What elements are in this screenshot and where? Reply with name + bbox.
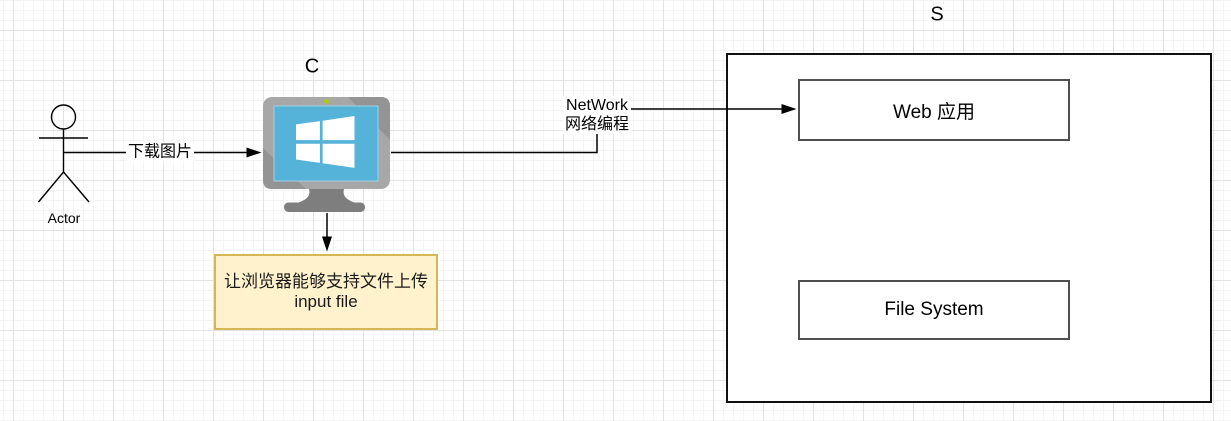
actor-leg-right: [62, 171, 90, 203]
system-label[interactable]: S: [930, 3, 944, 26]
web-app-label: Web 应用: [892, 101, 975, 123]
note-text-line2: input file: [294, 292, 358, 311]
monitor-stand-neck: [294, 189, 359, 204]
note-text-line1: 让浏览器能够支持文件上传: [224, 272, 428, 291]
client-label[interactable]: C: [304, 55, 320, 78]
file-system-label: File System: [884, 299, 984, 320]
web-app-box[interactable]: Web 应用: [798, 79, 1070, 141]
edge-label-network[interactable]: NetWork 网络编程: [562, 96, 632, 134]
actor-figure-icon[interactable]: [37, 104, 90, 203]
note-box[interactable]: 让浏览器能够支持文件上传 input file: [214, 254, 438, 330]
monitor-stand-base: [284, 202, 365, 212]
network-label-line1: NetWork: [566, 97, 628, 114]
actor-label[interactable]: Actor: [47, 210, 81, 226]
file-system-box[interactable]: File System: [798, 280, 1070, 340]
windows-logo-icon: [296, 116, 355, 168]
monitor-frame-shade-topright: [348, 97, 390, 140]
network-label-line2: 网络编程: [564, 116, 630, 133]
monitor-frame-shade-bottomleft: [263, 148, 306, 189]
power-led-icon: [324, 99, 329, 104]
actor-leg-left: [37, 171, 65, 203]
actor-head: [50, 104, 77, 130]
windows-monitor-icon[interactable]: [263, 97, 390, 212]
edge-label-download[interactable]: 下载图片: [125, 142, 195, 162]
monitor-frame: [263, 97, 390, 189]
monitor-screen: [273, 105, 379, 182]
